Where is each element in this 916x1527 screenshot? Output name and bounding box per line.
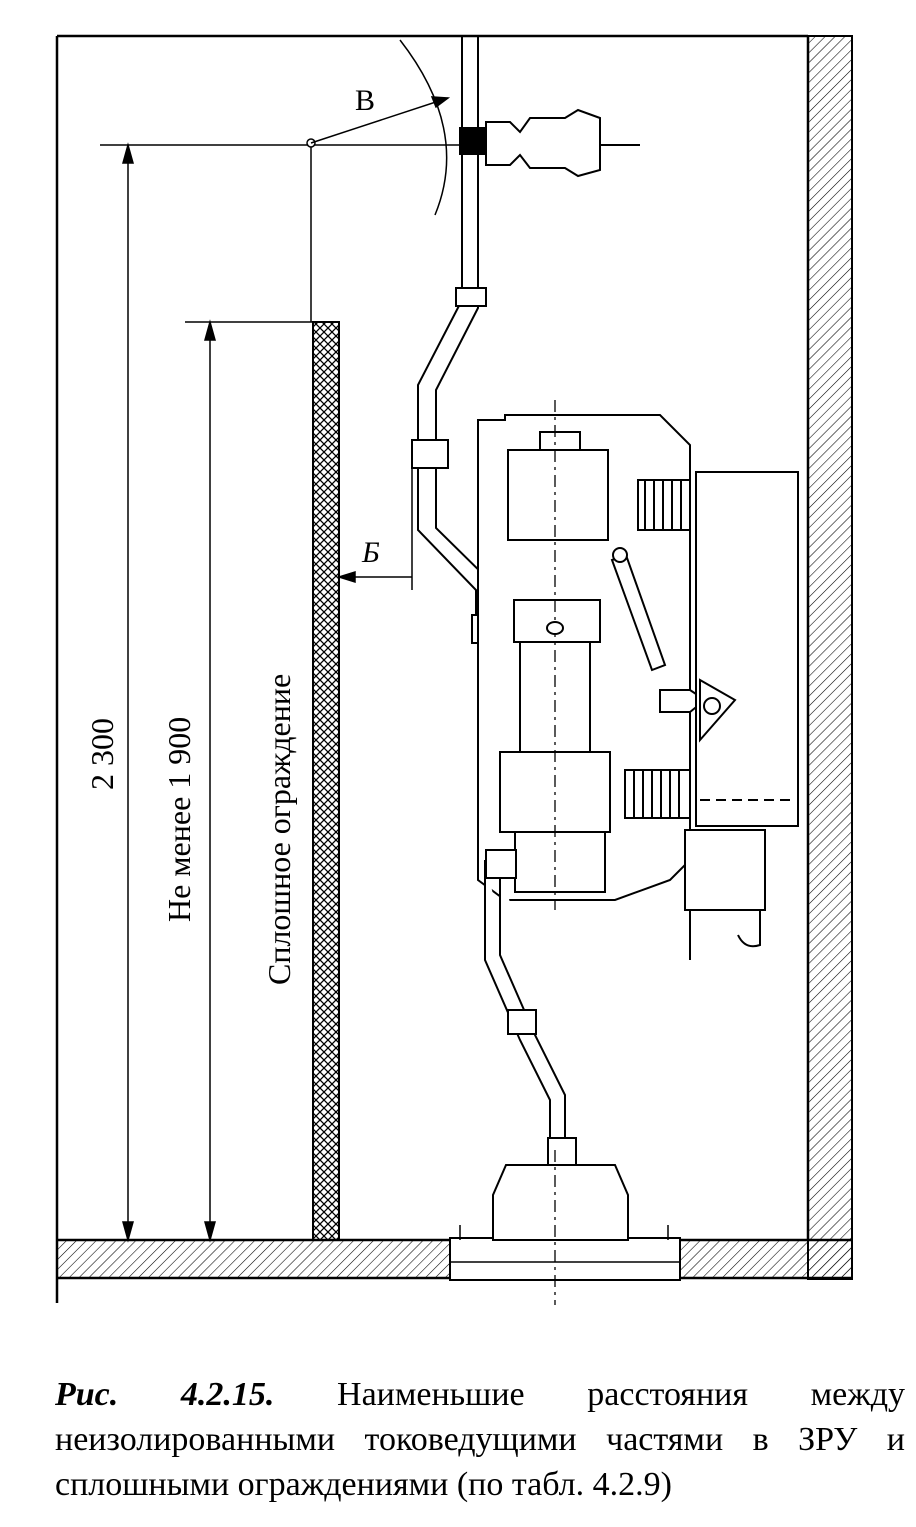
dimension-1900 — [185, 319, 313, 1243]
dim-2300-label: 2 300 — [84, 718, 120, 790]
figure-caption-text: Наименьшие расстояния между неизолирован… — [55, 1376, 905, 1503]
solid-fence — [312, 321, 340, 1241]
lower-busbar — [484, 849, 577, 1167]
dim-1900-label: Не менее 1 900 — [161, 717, 197, 922]
dimension-v — [310, 39, 451, 216]
switchgear-clearance-drawing: В Б 2 300 Не менее 1 900 Сплошное огражд… — [55, 34, 853, 1305]
fence-label: Сплошное ограждение — [261, 674, 297, 985]
right-wall — [807, 35, 853, 1280]
floor — [57, 1225, 852, 1281]
side-insulators — [624, 479, 691, 819]
drive-cabinet — [684, 471, 799, 960]
dimension-b — [336, 465, 413, 590]
bottom-insulator — [492, 1150, 629, 1305]
figure-caption: Рис. 4.2.15. Наименьшие расстояния между… — [55, 1372, 905, 1507]
dimension-2300 — [100, 138, 468, 1243]
label-b: Б — [361, 536, 380, 569]
figure-number: Рис. 4.2.15. — [55, 1376, 275, 1413]
top-insulator — [459, 108, 640, 178]
label-v: В — [355, 84, 375, 117]
drive-lever — [610, 547, 707, 713]
